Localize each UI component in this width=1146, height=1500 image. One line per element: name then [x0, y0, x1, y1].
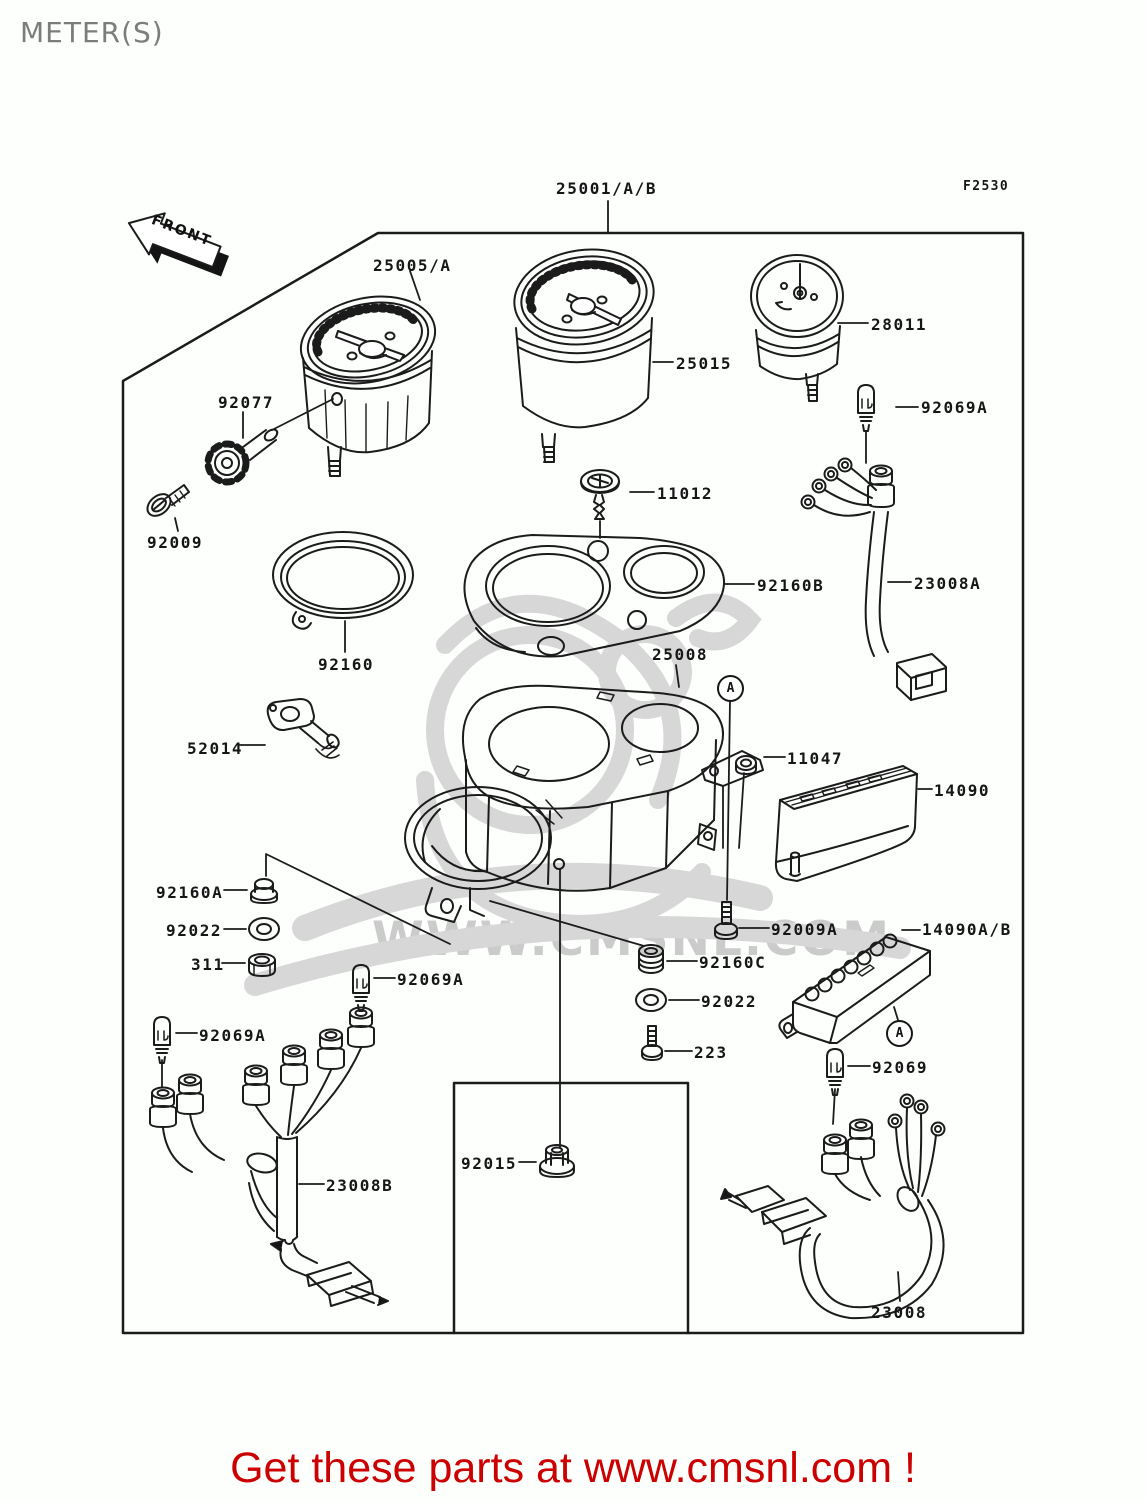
callout-25015: 25015 [676, 354, 733, 373]
ring-terminals-23008a [800, 457, 853, 510]
callout-92009: 92009 [147, 533, 204, 552]
callout-311: 311 [191, 955, 225, 974]
callout-92077: 92077 [218, 393, 275, 412]
part-grommet-92160c-drawing [638, 944, 664, 974]
ref-marker-a2: A [886, 1020, 913, 1047]
callout-92160: 92160 [318, 655, 375, 674]
part-harness-23008-drawing [720, 1093, 946, 1320]
figure-code: F2530 [963, 179, 1010, 194]
part-gear-drawing [204, 428, 279, 486]
part-bracket-11047-drawing [701, 750, 764, 787]
callout-92015: 92015 [461, 1154, 518, 1173]
callout-25001: 25001/A/B [556, 179, 658, 198]
callout-28011: 28011 [871, 315, 928, 334]
part-screw-92009-drawing [146, 484, 190, 517]
part-speedometer-drawing [299, 295, 437, 477]
leader-lines [161, 200, 933, 1302]
part-clip-drawing [580, 469, 620, 520]
part-trim-ring-drawing [272, 531, 414, 630]
part-washer-92022-2-drawing [635, 988, 667, 1012]
part-damper-drawing [266, 698, 340, 759]
callout-223: 223 [694, 1043, 728, 1062]
part-meter-case-drawing [404, 684, 724, 923]
callout-23008a: 23008A [914, 574, 982, 593]
part-screw-223-drawing [641, 1025, 663, 1061]
part-junction-box-drawing [778, 933, 931, 1044]
callout-14090ab: 14090A/B [922, 920, 1012, 939]
page-title: METER(S) [20, 16, 164, 49]
callout-92069: 92069 [872, 1058, 929, 1077]
callout-23008b: 23008B [326, 1176, 394, 1195]
callout-11047: 11047 [787, 749, 844, 768]
callout-11012: 11012 [657, 484, 714, 503]
cmsnl-banner: Get these parts at www.cmsnl.com ! [230, 1444, 916, 1492]
sockets-23008b [149, 1006, 375, 1128]
callout-92022-2: 92022 [701, 992, 758, 1011]
callout-92160c: 92160C [699, 953, 767, 972]
front-arrow-icon [127, 212, 229, 277]
part-upper-cover-drawing [463, 534, 725, 658]
part-nut-311-drawing [248, 953, 276, 977]
callout-92069a-2: 92069A [397, 970, 465, 989]
part-lens-14090-drawing [774, 765, 918, 882]
callout-92009a: 92009A [771, 920, 839, 939]
part-grommet-92160a-drawing [250, 878, 278, 904]
watermark-logo-icon [244, 593, 911, 996]
ref-marker-a1: A [717, 675, 744, 702]
part-temp-gauge-drawing [750, 254, 844, 402]
callout-14090: 14090 [934, 781, 991, 800]
part-screw-92009a-drawing [714, 901, 738, 940]
callout-92160b: 92160B [757, 576, 825, 595]
part-tachometer-drawing [513, 248, 655, 463]
callout-23008: 23008 [871, 1303, 928, 1322]
part-nut-92015-drawing [539, 1144, 575, 1178]
callout-52014: 52014 [187, 739, 244, 758]
callout-25005: 25005/A [373, 256, 452, 275]
part-harness-23008b-drawing [149, 1006, 389, 1307]
part-washer-92022-1-drawing [248, 917, 280, 941]
callout-92069a-3: 92069A [199, 1026, 267, 1045]
part-harness-23008a-drawing [800, 457, 947, 701]
diagram-border [121, 231, 1025, 1335]
callout-92022-1: 92022 [166, 921, 223, 940]
callout-92160a: 92160A [156, 883, 224, 902]
callout-92069a-1: 92069A [921, 398, 989, 417]
callout-25008: 25008 [652, 645, 709, 664]
